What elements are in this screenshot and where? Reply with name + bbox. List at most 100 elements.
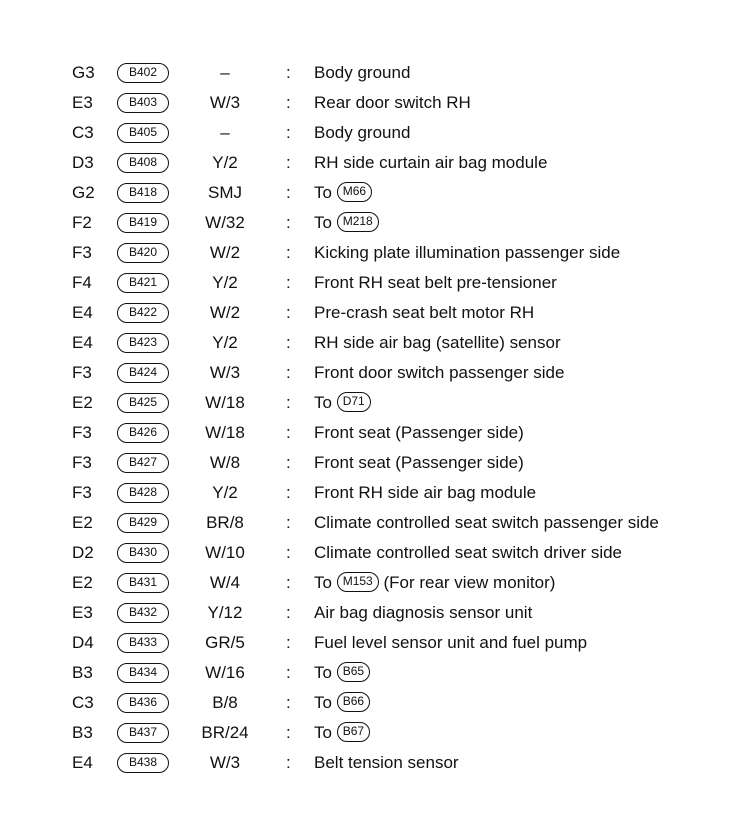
connector-description: Front seat (Passenger side) (314, 418, 524, 448)
connector-spec: – (220, 63, 230, 82)
separator-colon: : (286, 63, 291, 82)
connector-spec: Y/2 (212, 333, 238, 352)
connector-spec: W/2 (209, 243, 241, 262)
connector-description: To M66 (314, 178, 373, 208)
separator-colon: : (286, 693, 291, 712)
grid-reference: D4 (72, 633, 94, 652)
connector-number: B434 (117, 663, 169, 683)
connector-description: RH side curtain air bag module (314, 148, 547, 178)
description-text: Fuel level sensor unit and fuel pump (314, 633, 588, 652)
grid-reference: C3 (72, 123, 94, 142)
connector-description: To B67 (314, 718, 371, 748)
connector-reference-tag: M218 (336, 212, 379, 233)
grid-reference: F3 (72, 423, 92, 442)
connector-number: B424 (117, 363, 169, 383)
connector-description: To B66 (314, 688, 371, 718)
connector-reference-tag: D71 (336, 392, 371, 413)
separator-colon: : (286, 183, 291, 202)
connector-number: B405 (117, 123, 169, 143)
connector-number: B431 (117, 573, 169, 593)
connector-number: B427 (117, 453, 169, 473)
connector-spec: SMJ (208, 183, 242, 202)
description-text: To (314, 723, 332, 742)
description-text: Kicking plate illumination passenger sid… (314, 243, 621, 262)
grid-reference: C3 (72, 693, 94, 712)
connector-description: RH side air bag (satellite) sensor (314, 328, 561, 358)
description-text: Front seat (Passenger side) (314, 453, 524, 472)
separator-colon: : (286, 213, 291, 232)
grid-reference: F2 (72, 213, 92, 232)
description-text: Rear door switch RH (314, 93, 471, 112)
connector-description: Climate controlled seat switch driver si… (314, 538, 622, 568)
connector-spec: GR/5 (205, 633, 245, 652)
grid-reference: B3 (72, 663, 93, 682)
connector-row: C3 B436 B/8: To B66 (0, 688, 746, 718)
connector-number: B436 (117, 693, 169, 713)
connector-description: To B65 (314, 658, 371, 688)
connector-description: Front RH seat belt pre-tensioner (314, 268, 557, 298)
connector-description: Front seat (Passenger side) (314, 448, 524, 478)
connector-description: To D71 (314, 388, 371, 418)
connector-reference-tag: M66 (336, 182, 373, 203)
connector-spec: W/8 (209, 453, 241, 472)
connector-description: Front RH side air bag module (314, 478, 536, 508)
grid-reference: F3 (72, 243, 92, 262)
connector-spec: B/8 (212, 693, 238, 712)
description-text: Front RH side air bag module (314, 483, 537, 502)
description-text: Pre-crash seat belt motor RH (314, 303, 535, 322)
separator-colon: : (286, 603, 291, 622)
grid-reference: D3 (72, 153, 94, 172)
grid-reference: E4 (72, 303, 93, 322)
separator-colon: : (286, 453, 291, 472)
description-text: To (314, 663, 332, 682)
connector-number: B403 (117, 93, 169, 113)
grid-reference: B3 (72, 723, 93, 742)
connector-number: B423 (117, 333, 169, 353)
description-note: (For rear view monitor) (383, 573, 556, 592)
grid-reference: E3 (72, 603, 93, 622)
separator-colon: : (286, 273, 291, 292)
grid-reference: E4 (72, 753, 93, 772)
connector-reference-tag: B65 (336, 662, 371, 683)
description-text: Belt tension sensor (314, 753, 459, 772)
connector-description: To M218 (314, 208, 379, 238)
connector-number: B433 (117, 633, 169, 653)
connector-description: Rear door switch RH (314, 88, 471, 118)
connector-reference-tag: M153 (336, 572, 379, 593)
grid-reference: D2 (72, 543, 94, 562)
separator-colon: : (286, 93, 291, 112)
separator-colon: : (286, 663, 291, 682)
grid-reference: E3 (72, 93, 93, 112)
connector-number: B428 (117, 483, 169, 503)
connector-reference-tag: B67 (336, 722, 371, 743)
connector-reference-tag: B66 (336, 692, 371, 713)
connector-description: Belt tension sensor (314, 748, 459, 778)
connector-number: B429 (117, 513, 169, 533)
connector-spec: Y/12 (207, 603, 243, 622)
grid-reference: E2 (72, 513, 93, 532)
connector-spec: W/32 (205, 213, 245, 232)
connector-spec: BR/24 (201, 723, 249, 742)
description-text: Climate controlled seat switch driver si… (314, 543, 623, 562)
connector-description: Body ground (314, 58, 410, 88)
connector-spec: W/4 (209, 573, 241, 592)
connector-spec: W/18 (205, 393, 245, 412)
description-text: Front seat (Passenger side) (314, 423, 524, 442)
description-text: RH side curtain air bag module (314, 153, 548, 172)
